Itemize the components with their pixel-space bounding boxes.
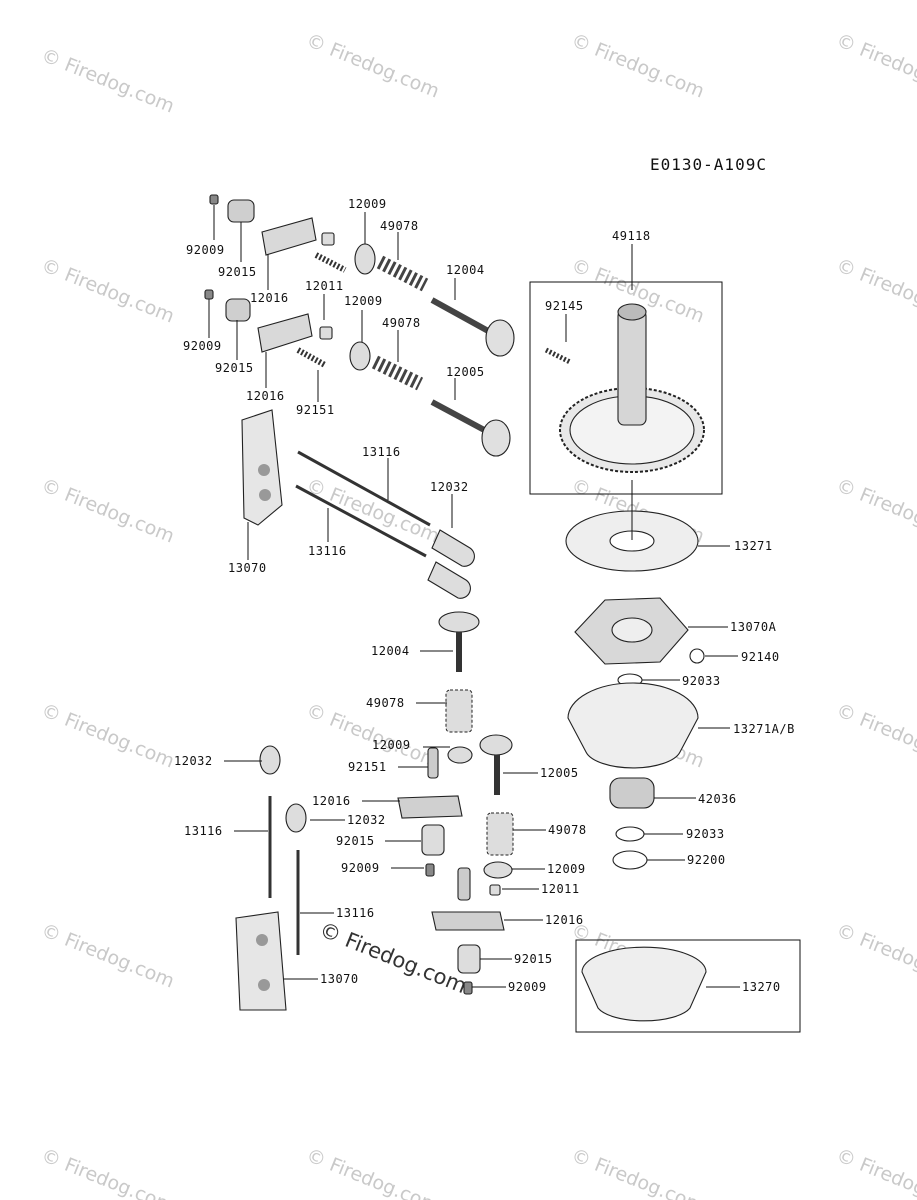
part-label: 92200 xyxy=(687,853,726,867)
part-label: 92151 xyxy=(348,760,387,774)
valve-12005 xyxy=(479,734,513,756)
watermark: © Firedog.com xyxy=(568,1144,707,1200)
watermark: © Firedog.com xyxy=(38,1144,177,1200)
watermark: © Firedog.com xyxy=(833,474,917,547)
watermark: © Firedog.com xyxy=(833,1144,917,1200)
watermark: © Firedog.com xyxy=(833,254,917,327)
watermark: © Firedog.com xyxy=(303,1144,442,1200)
part-label: 13116 xyxy=(362,445,401,459)
cup-13271AB xyxy=(567,682,699,769)
part-label: 13070 xyxy=(228,561,267,575)
valve-12004 xyxy=(438,611,480,633)
part-label: 92009 xyxy=(341,861,380,875)
guide-plate-lower xyxy=(235,911,287,1011)
part-label: 12032 xyxy=(430,480,469,494)
part-label: 13070 xyxy=(320,972,359,986)
part-label: 12009 xyxy=(344,294,383,308)
watermark: © Firedog.com xyxy=(568,29,707,102)
part-label: 13271 xyxy=(734,539,773,553)
box-13270 xyxy=(575,939,801,1033)
tappet-12032 xyxy=(285,803,307,833)
part-label: 92015 xyxy=(218,265,257,279)
part-label: 92015 xyxy=(514,952,553,966)
part-label: 92145 xyxy=(545,299,584,313)
watermark: © Firedog.com xyxy=(38,44,177,117)
part-label: 13070A xyxy=(730,620,777,634)
part-label: 12004 xyxy=(371,644,410,658)
part-label: 12011 xyxy=(305,279,344,293)
part-label: 13116 xyxy=(184,824,223,838)
watermark: © Firedog.com xyxy=(38,699,177,772)
diagram-code: E0130-A109C xyxy=(650,155,767,174)
rocker-12016 xyxy=(431,911,505,931)
part-label: 13270 xyxy=(742,980,781,994)
part-label: 49078 xyxy=(366,696,405,710)
push-rod xyxy=(295,484,427,558)
part-label: 92140 xyxy=(741,650,780,664)
part-label: 12011 xyxy=(541,882,580,896)
part-label: 42036 xyxy=(698,792,737,806)
tappet xyxy=(427,561,471,599)
watermark-layer: © Firedog.com © Firedog.com © Firedog.co… xyxy=(38,29,917,1200)
watermark: © Firedog.com xyxy=(833,699,917,772)
part-label: 92033 xyxy=(686,827,725,841)
part-label: 49078 xyxy=(380,219,419,233)
part-label: 12009 xyxy=(372,738,411,752)
part-label: 92009 xyxy=(186,243,225,257)
rocker-12016 xyxy=(397,795,463,819)
watermark: © Firedog.com xyxy=(38,254,177,327)
watermark: © Firedog.com xyxy=(833,29,917,102)
part-label: 12005 xyxy=(540,766,579,780)
part-label: 12032 xyxy=(174,754,213,768)
part-label: 12016 xyxy=(250,291,289,305)
watermark: © Firedog.com xyxy=(38,474,177,547)
watermark: © Firedog.com xyxy=(833,919,917,992)
sleeve-42036 xyxy=(609,777,655,809)
part-label: 49118 xyxy=(612,229,651,243)
part-label: 49078 xyxy=(382,316,421,330)
part-label: 13116 xyxy=(308,544,347,558)
part-label: 49078 xyxy=(548,823,587,837)
part-label: 12016 xyxy=(312,794,351,808)
part-label: 92151 xyxy=(296,403,335,417)
leader-lines xyxy=(208,205,740,988)
push-rod xyxy=(297,450,431,527)
camshaft-box xyxy=(529,281,723,495)
part-label: 12004 xyxy=(446,263,485,277)
rocker-assembly-upper xyxy=(209,194,515,357)
part-label: 92015 xyxy=(336,834,375,848)
part-label: 12016 xyxy=(545,913,584,927)
part-label: 92033 xyxy=(682,674,721,688)
part-label: 12005 xyxy=(446,365,485,379)
camshaft-gear xyxy=(544,303,705,473)
part-label: 12016 xyxy=(246,389,285,403)
cup-13270 xyxy=(581,946,707,1022)
tappet-12032 xyxy=(259,745,281,775)
ball-92140 xyxy=(689,648,705,664)
part-label: 92009 xyxy=(508,980,547,994)
rocker-assembly-lower xyxy=(204,289,511,457)
part-label: 12009 xyxy=(547,862,586,876)
spring-49078 xyxy=(486,812,514,856)
watermark: © Firedog.com xyxy=(303,474,442,547)
part-label: 12032 xyxy=(347,813,386,827)
part-labels: 92009 92015 12016 12009 49078 12004 1201… xyxy=(174,197,795,994)
part-label: 92009 xyxy=(183,339,222,353)
watermark: © Firedog.com xyxy=(38,919,177,992)
part-label: 12009 xyxy=(348,197,387,211)
spring-49078 xyxy=(445,689,473,733)
part-label: 13271A/B xyxy=(733,722,795,736)
part-label: 92015 xyxy=(215,361,254,375)
watermark: © Firedog.com xyxy=(303,29,442,102)
tappet xyxy=(431,529,475,567)
part-label: 13116 xyxy=(336,906,375,920)
